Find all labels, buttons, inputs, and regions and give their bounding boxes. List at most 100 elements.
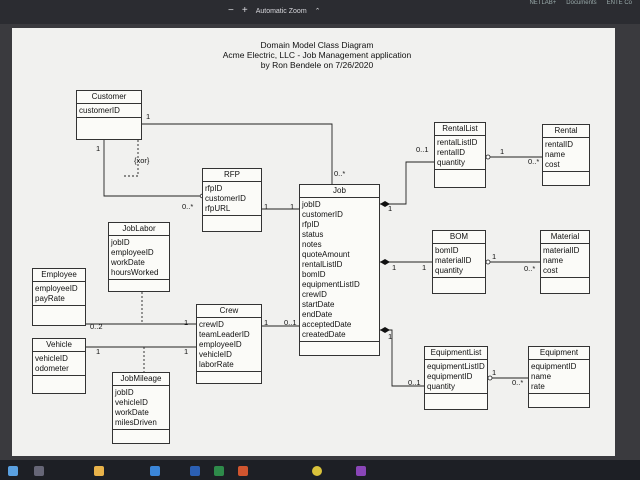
word-icon[interactable]: [190, 466, 200, 476]
class-operations: [425, 394, 487, 406]
attribute: payRate: [35, 294, 65, 303]
attribute: bomID: [435, 246, 459, 255]
agg-rental: [485, 154, 491, 160]
zoom-in-button[interactable]: +: [241, 5, 248, 16]
title-line: Domain Model Class Diagram: [260, 40, 374, 50]
attribute: vehicleID: [199, 350, 232, 359]
attribute: rfpID: [205, 184, 223, 193]
assoc-customer-rfp: [103, 140, 202, 197]
class-operations: [77, 118, 141, 130]
class-equipment: Equipment equipmentID name rate: [528, 346, 590, 408]
excel-icon[interactable]: [214, 466, 224, 476]
class-job: Job jobID customerID rfpID status notes …: [299, 184, 380, 356]
attribute: crewID: [199, 320, 224, 329]
multiplicity-label: 1: [146, 112, 151, 121]
multiplicity-label: 1: [290, 202, 295, 211]
class-operations: [543, 172, 589, 184]
attribute: cost: [543, 266, 558, 275]
class-attributes: rentalListID rentalID quantity: [435, 136, 485, 170]
class-attributes: equipmentListID equipmentID quantity: [425, 360, 487, 394]
zoom-out-button[interactable]: −: [228, 5, 234, 16]
attribute: equipmentListID: [302, 280, 360, 289]
multiplicity-label: 1: [500, 147, 505, 156]
assoc-customer-job: [142, 123, 333, 184]
multiplicity-label: 1: [422, 263, 427, 272]
class-crew: Crew crewID teamLeaderID employeeID vehi…: [196, 304, 262, 384]
app-icon[interactable]: [356, 466, 366, 476]
bookmark-item[interactable]: Documents: [566, 0, 597, 6]
class-name: Crew: [197, 305, 261, 318]
class-joblabor: JobLabor jobID employeeID workDate hours…: [108, 222, 170, 292]
class-name: Vehicle: [33, 339, 85, 352]
class-operations: [435, 170, 485, 182]
zoom-controls: − + Automatic Zoom ⌃: [228, 4, 321, 18]
chrome-icon[interactable]: [312, 466, 322, 476]
class-attributes: materialID name cost: [541, 244, 589, 278]
class-operations: [33, 306, 85, 318]
attribute: employeeID: [35, 284, 78, 293]
class-name: Equipment: [529, 347, 589, 360]
class-name: RFP: [203, 169, 261, 182]
class-name: Job: [300, 185, 379, 198]
powerpoint-icon[interactable]: [238, 466, 248, 476]
multiplicity-label: 1: [264, 318, 269, 327]
class-attributes: vehicleID odometer: [33, 352, 85, 376]
zoom-select[interactable]: Automatic Zoom: [255, 7, 307, 15]
folder-icon[interactable]: [94, 466, 104, 476]
title-line: Acme Electric, LLC - Job Management appl…: [222, 50, 412, 60]
xor-constraint-label: {xor}: [134, 156, 150, 165]
multiplicity-label: 1: [492, 252, 497, 261]
multiplicity-label: 0..*: [334, 169, 346, 178]
attribute: rfpID: [302, 220, 320, 229]
class-name: JobLabor: [109, 223, 169, 236]
assoc-job-rentallist: [380, 161, 434, 205]
class-name: JobMileage: [113, 373, 169, 386]
attribute: vehicleID: [115, 398, 148, 407]
attribute: rentalID: [545, 140, 574, 149]
attribute: customerID: [205, 194, 246, 203]
attribute: equipmentListID: [427, 362, 485, 371]
multiplicity-label: 0..*: [512, 378, 524, 387]
class-name: RentalList: [435, 123, 485, 136]
attribute: employeeID: [199, 340, 242, 349]
class-attributes: jobID employeeID workDate hoursWorked: [109, 236, 169, 280]
attribute: employeeID: [111, 248, 154, 257]
class-operations: [541, 278, 589, 290]
attribute: materialID: [435, 256, 472, 265]
attribute: equipmentID: [531, 362, 577, 371]
search-icon[interactable]: [34, 466, 44, 476]
agg-material: [485, 259, 491, 265]
class-employee: Employee employeeID payRate: [32, 268, 86, 326]
class-name: BOM: [433, 231, 485, 244]
attribute: hoursWorked: [111, 268, 159, 277]
attribute: notes: [302, 240, 322, 249]
class-name: Customer: [77, 91, 141, 104]
start-icon[interactable]: [8, 466, 18, 476]
attribute: milesDriven: [115, 418, 157, 427]
attribute: workDate: [111, 258, 145, 267]
diamond-bom: [380, 259, 390, 265]
chevron-down-icon[interactable]: ⌃: [314, 8, 321, 15]
attribute: acceptedDate: [302, 320, 352, 329]
class-attributes: bomID materialID quantity: [433, 244, 485, 278]
bookmarks-bar: NETLAB+ Documents ENTE Co: [529, 0, 632, 6]
attribute: crewID: [302, 290, 327, 299]
attribute: rentalListID: [437, 138, 478, 147]
bookmark-item[interactable]: NETLAB+: [529, 0, 557, 6]
class-vehicle: Vehicle vehicleID odometer: [32, 338, 86, 394]
attribute: quantity: [437, 158, 466, 167]
title-line: by Ron Bendele on 7/26/2020: [260, 60, 374, 70]
class-operations: [300, 342, 379, 354]
attribute: teamLeaderID: [199, 330, 250, 339]
multiplicity-label: 1: [392, 263, 397, 272]
attribute: name: [545, 150, 566, 159]
attribute: quantity: [435, 266, 464, 275]
diagram-title: Domain Model Class Diagram Acme Electric…: [202, 40, 432, 70]
viewer-toolbar: − + Automatic Zoom ⌃ NETLAB+ Documents E…: [0, 0, 640, 24]
diagram-connectors: [86, 123, 542, 387]
multiplicity-label: 1: [492, 368, 497, 377]
browser-icon[interactable]: [150, 466, 160, 476]
class-bom: BOM bomID materialID quantity: [432, 230, 486, 294]
attribute: name: [531, 372, 552, 381]
bookmark-item[interactable]: ENTE Co: [606, 0, 632, 6]
